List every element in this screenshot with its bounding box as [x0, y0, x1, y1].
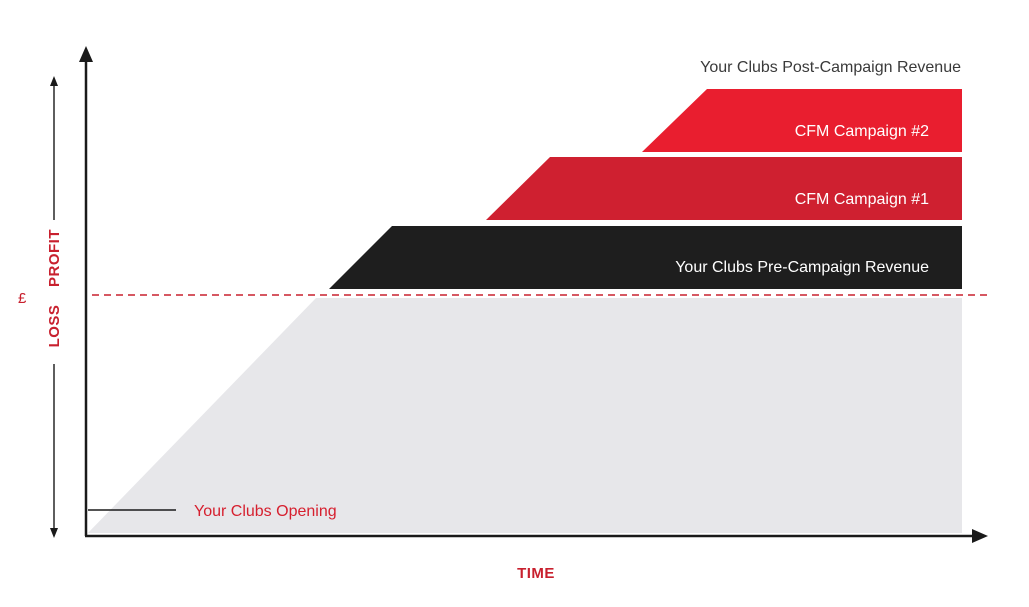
x-axis-arrow: [972, 529, 988, 543]
opening-label: Your Clubs Opening: [194, 503, 337, 520]
y-loss-label: LOSS: [46, 305, 63, 348]
x-axis-label: TIME: [517, 565, 555, 582]
range-arrow-up-head: [50, 76, 58, 86]
campaign2-label: CFM Campaign #2: [795, 123, 929, 140]
post-campaign-label: Your Clubs Post-Campaign Revenue: [700, 59, 961, 76]
range-arrow-down-head: [50, 528, 58, 538]
y-currency-label: £: [18, 290, 27, 307]
pre-campaign-label: Your Clubs Pre-Campaign Revenue: [675, 259, 929, 276]
campaign2-band: [642, 89, 962, 152]
y-axis-arrow: [79, 46, 93, 62]
y-profit-label: PROFIT: [46, 229, 63, 287]
campaign1-band: [486, 157, 962, 220]
pre-campaign-band: [329, 226, 962, 289]
campaign1-label: CFM Campaign #1: [795, 191, 929, 208]
baseline-area: [86, 298, 962, 535]
